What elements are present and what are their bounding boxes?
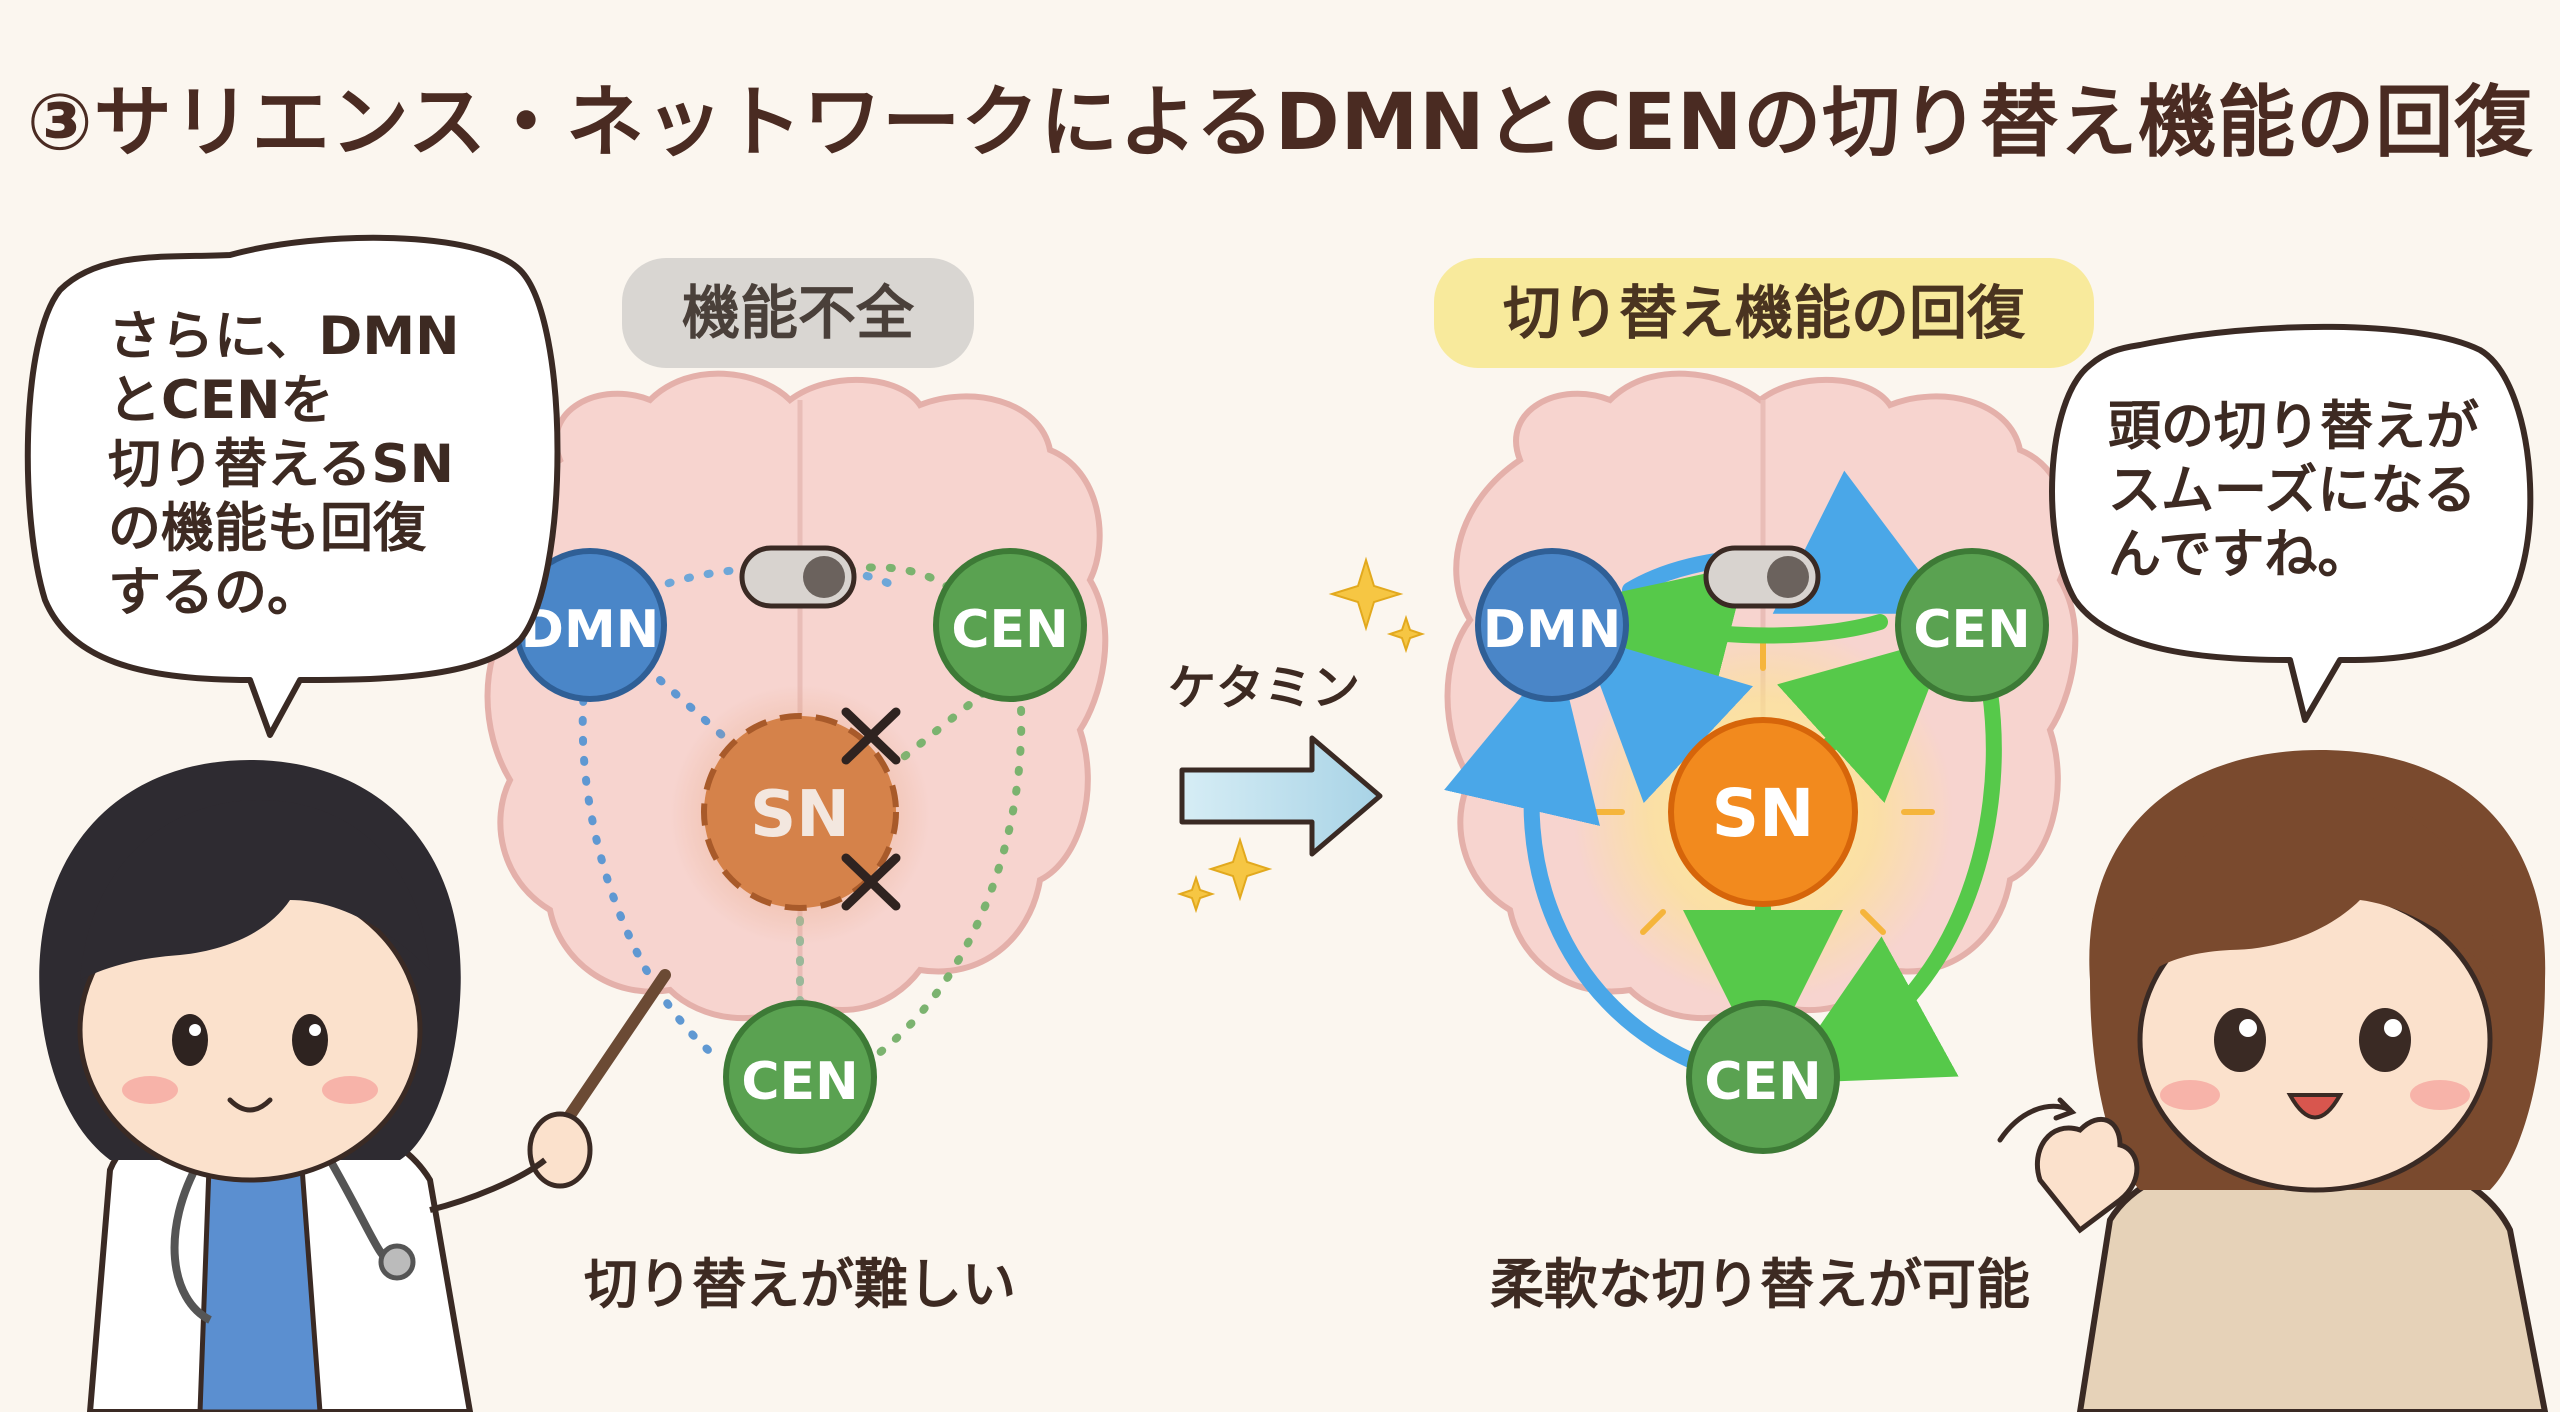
right-cen-bottom-node (1686, 1000, 1840, 1154)
doctor-character (39, 760, 671, 1412)
patient-speech-bubble (2049, 323, 2534, 723)
left-cen-bottom-label: CEN (741, 1052, 858, 1112)
left-cen-top-label: CEN (951, 600, 1068, 660)
right-cen-bottom-label: CEN (1704, 1052, 1821, 1112)
right-dmn-label: DMN (1483, 600, 1621, 660)
left-dmn-label: DMN (521, 600, 659, 660)
doctor-speech-bubble (24, 234, 561, 738)
left-caption: 切り替えが難しい (584, 1253, 1016, 1316)
ketamine-label: ケタミン (1168, 660, 1361, 716)
left-cen-top-node (933, 548, 1087, 702)
recovery-label: 切り替え機能の回復 (1434, 258, 2094, 368)
disconnect-x-icon (841, 707, 901, 911)
right-caption: 柔軟な切り替えが可能 (1490, 1253, 2030, 1316)
right-cen-top-node (1895, 548, 2049, 702)
right-sn-node (1668, 717, 1858, 907)
page-title: ③サリエンス・ネットワークによるDMNとCENの切り替え機能の回復 (26, 78, 2534, 168)
right-sn-label: SN (1712, 775, 1815, 852)
doctor-speech-text: さらに、DMN とCENを 切り替えるSN の機能も回復 するの。 (108, 306, 460, 623)
right-dmn-node (1475, 548, 1629, 702)
left-toggle-icon (739, 545, 857, 609)
patient-speech-text: 頭の切り替えが スムーズになる んですね。 (2108, 396, 2479, 585)
patient-character (1997, 750, 2549, 1412)
left-cen-bottom-node (723, 1000, 877, 1154)
right-toggle-icon (1703, 545, 1821, 609)
left-sn-label: SN (750, 778, 850, 852)
dysfunction-label: 機能不全 (622, 258, 974, 368)
right-cen-top-label: CEN (1913, 600, 2030, 660)
transition-arrow-icon (1179, 735, 1383, 857)
